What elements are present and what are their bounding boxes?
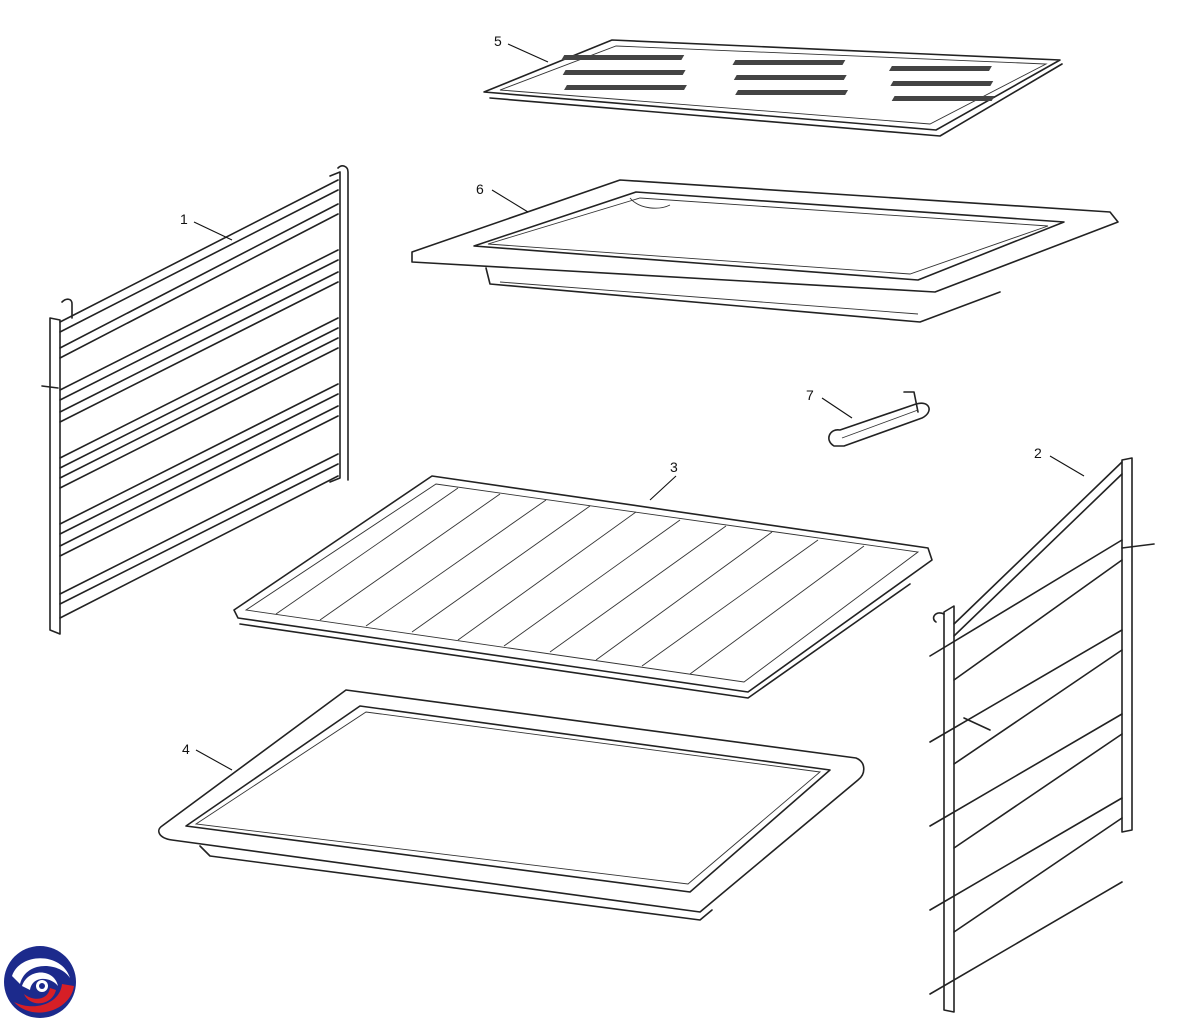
callout-3: 3 bbox=[670, 459, 678, 475]
callout-7: 7 bbox=[806, 387, 814, 403]
callout-1: 1 bbox=[180, 211, 188, 227]
callout-4: 4 bbox=[182, 741, 190, 757]
part-6-roasting-pan bbox=[411, 179, 1119, 323]
part-3-wire-shelf bbox=[233, 475, 933, 699]
spiral-logo-icon bbox=[4, 946, 76, 1018]
callout-6: 6 bbox=[476, 181, 484, 197]
callout-5: 5 bbox=[494, 33, 502, 49]
part-7-wire-clip bbox=[828, 391, 930, 447]
part-5-grill-tray bbox=[483, 39, 1063, 137]
part-2-right-shelf-support bbox=[929, 457, 1155, 1013]
leader-lines bbox=[193, 43, 1085, 771]
callout-2: 2 bbox=[1034, 445, 1042, 461]
part-1-left-shelf-support bbox=[41, 165, 349, 635]
part-4-baking-tray bbox=[158, 689, 865, 921]
